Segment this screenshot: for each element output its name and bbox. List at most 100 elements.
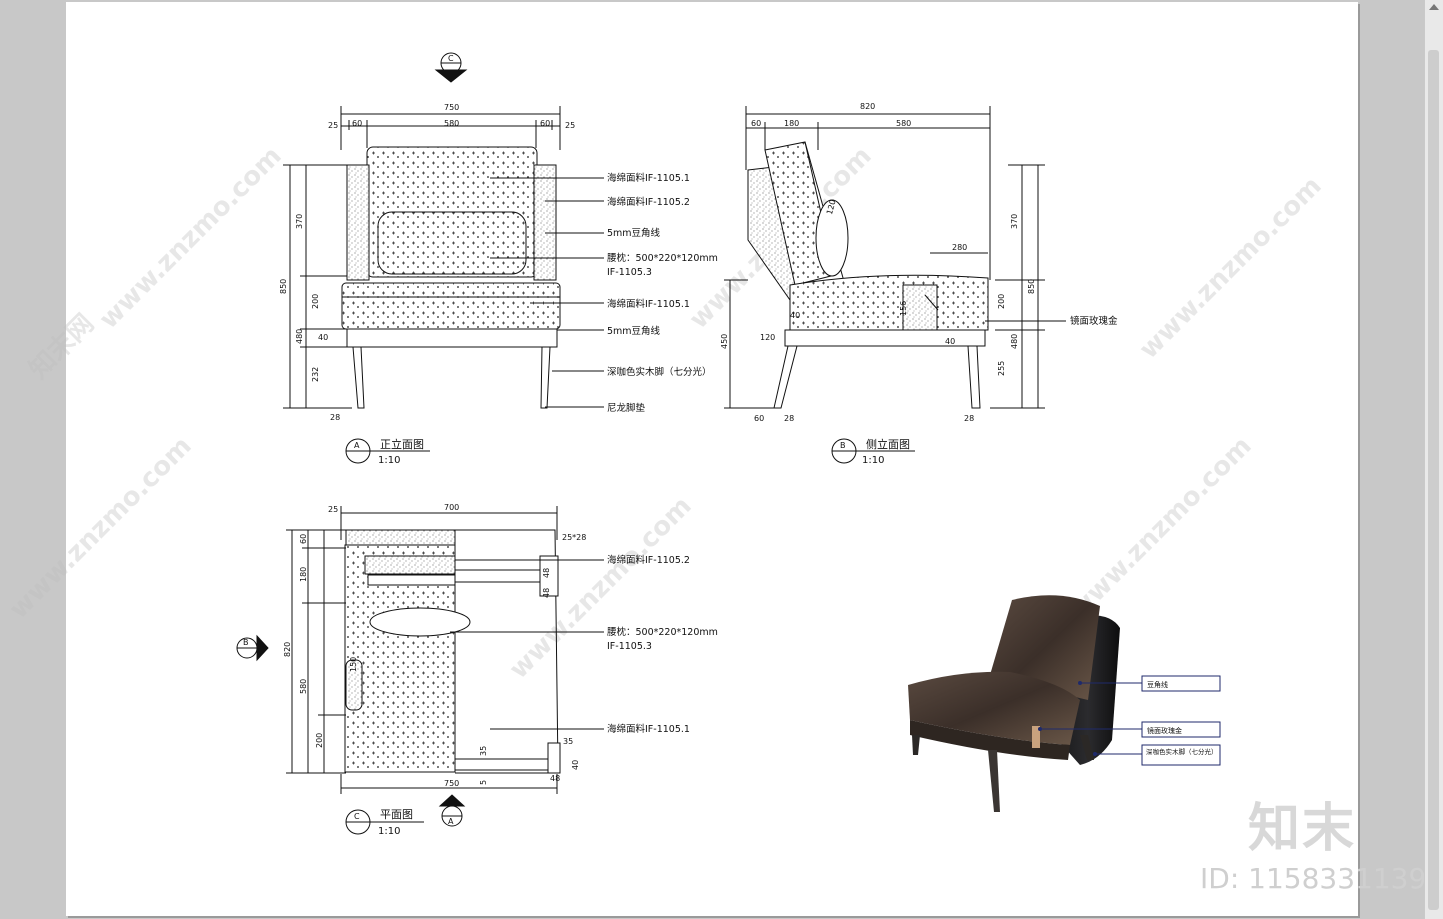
dim-plan-left: 820 [283,642,292,657]
dim-side-misc: 28 [784,414,794,423]
dim-plan-inner: 48 [542,568,551,578]
plan-view: 700 25 25*28 [236,503,604,827]
dim-front-left: 480 [295,329,304,344]
dim-plan-top: 700 [444,503,459,512]
view-scale: 1:10 [378,455,400,466]
front-leaders [490,177,604,408]
dim-side-misc: 120 [760,333,775,342]
note-piping-seat: 5mm豆角线 [607,325,661,337]
note-rose-gold: 镜面玫瑰金 [1070,315,1118,327]
view-title-front: A 正立面图 1:10 [345,437,430,466]
dim-front-part: 25 [565,121,575,130]
dim-plan-left: 200 [315,733,324,748]
dim-side-right: 370 [1010,214,1019,229]
section-mark-letter: B [243,638,249,647]
dim-front-part: 25 [328,121,338,130]
dim-front-left: 28 [330,413,340,422]
note-fabric-seat: 海绵面料IF-1105.1 [607,298,690,310]
side-panel-right [533,164,557,281]
lumbar-pillow-side [815,199,849,277]
section-mark-letter: C [448,54,454,63]
view-title: 正立面图 [380,437,424,451]
dim-side-right: 200 [997,294,1006,309]
dim-side-misc: 40 [790,311,800,320]
dim-plan-left: 60 [299,534,308,544]
side-panel-left [346,164,370,281]
leg-right [540,346,551,409]
scroll-up-arrow-icon[interactable] [1429,4,1439,10]
side-elevation: 820 60 180 580 280 [720,102,1066,423]
note-pillow: 腰枕：500*220*120mm [607,252,718,264]
section-mark-letter: A [448,817,454,826]
dim-plan-inner: 150 [349,657,358,672]
dim-front-left: 40 [318,333,328,342]
note-plan-pillow-code: IF-1105.3 [607,641,652,652]
side-leg-front [773,345,798,409]
note-plan-fabric-1: 海绵面料IF-1105.1 [607,723,690,735]
dim-side-pillow: 120 [825,199,838,216]
dim-front-part: 580 [444,119,459,128]
dim-plan-bottom: 750 [444,779,459,788]
dim-front-left: 232 [311,367,320,382]
photo-label-rose-gold: 镜面玫瑰金 [1147,726,1182,735]
watermark-url: www.znzmo.com [1064,431,1258,625]
dim-plan-inner: 35 [563,737,573,746]
dim-front-overall: 750 [444,103,459,112]
dim-plan-left: 580 [299,679,308,694]
view-title-side: B 侧立面图 1:10 [831,437,915,466]
watermark-logo: 知末 [1248,799,1357,859]
watermark-url: www.znzmo.com [4,431,198,625]
dim-front-part: 60 [352,119,362,128]
view-letter: A [354,441,360,450]
watermark-id: ID: 1158331139 [1200,862,1427,895]
dim-side-part: 580 [896,119,911,128]
note-plan-fabric-2: 海绵面料IF-1105.2 [607,554,690,566]
dim-plan-inner: 40 [571,760,580,770]
dim-side-overall: 820 [860,102,875,111]
view-letter: B [840,441,846,450]
note-plan-pillow: 腰枕：500*220*120mm [607,626,718,638]
view-scale: 1:10 [862,455,884,466]
front-elevation: C 750 25 60 580 60 25 [279,52,604,422]
dim-front-left: 850 [279,279,288,294]
dim-side-misc: 28 [964,414,974,423]
note-wood-legs: 深咖色实木脚（七分光） [607,366,712,378]
dim-plan-inner: 48 [542,588,551,598]
note-glides: 尼龙脚垫 [607,402,646,414]
photo-label-legs: 深咖色实木脚（七分光） [1146,747,1218,756]
view-scale: 1:10 [378,826,400,837]
dim-side-left: 450 [720,334,729,349]
dim-side-seat: 280 [952,243,967,252]
watermark-layer: www.znzmo.com www.znzmo.com www.znzmo.co… [4,141,1328,685]
section-mark-a [438,794,466,827]
note-fabric-2: 海绵面料IF-1105.2 [607,196,690,208]
dim-front-left: 370 [295,214,304,229]
plan-notes: 海绵面料IF-1105.2 腰枕：500*220*120mm IF-1105.3… [607,554,718,735]
chair-render: 豆角线 镜面玫瑰金 深咖色实木脚（七分光） [908,595,1221,812]
plan-pillow [369,607,471,637]
vertical-scrollbar[interactable] [1424,0,1443,919]
dim-plan-left: 180 [299,567,308,582]
note-pillow-code: IF-1105.3 [607,267,652,278]
section-mark-c: C [434,52,468,83]
dim-front-left: 200 [311,294,320,309]
section-mark-b [236,634,269,662]
dim-side-misc: 60 [754,414,764,423]
dim-plan-inner: 48 [550,774,560,783]
note-piping: 5mm豆角线 [607,227,661,239]
view-title-plan: C 平面图 1:10 [345,808,424,837]
dim-side-misc: 40 [945,337,955,346]
dim-side-misc: 156 [899,301,908,316]
leg-left [352,346,365,409]
front-notes: 海绵面料IF-1105.1 海绵面料IF-1105.2 5mm豆角线 腰枕：50… [607,172,718,414]
dim-side-part: 60 [751,119,761,128]
dim-plan-inner: 5 [479,780,488,785]
dim-side-part: 180 [784,119,799,128]
view-letter: C [354,812,360,821]
watermark-url: www.znzmo.com [504,491,698,685]
dim-front-part: 60 [540,119,550,128]
dim-side-right: 850 [1027,279,1036,294]
scroll-thumb[interactable] [1428,50,1439,910]
